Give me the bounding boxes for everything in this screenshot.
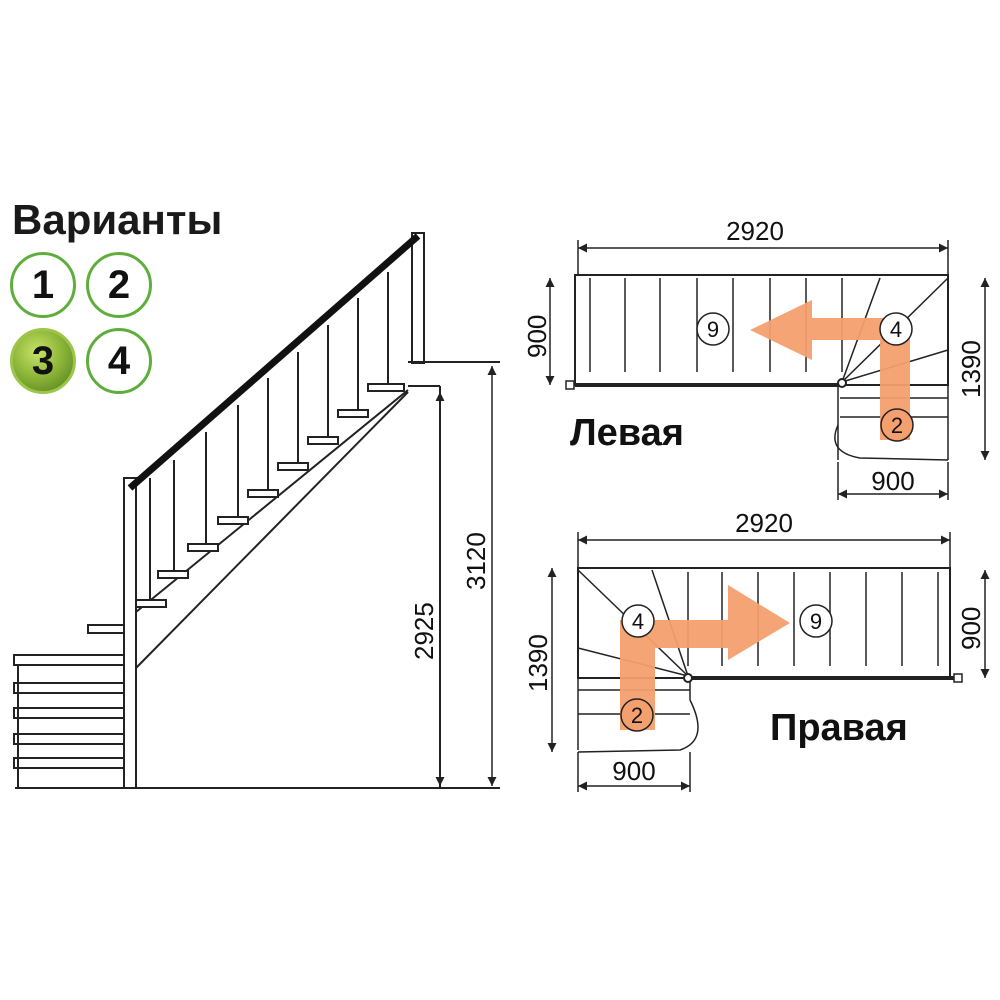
variants-title: Варианты <box>12 196 223 243</box>
top-newel-post <box>411 232 425 364</box>
right-plan <box>547 532 990 792</box>
right-height-left-dim: 1390 <box>523 634 553 692</box>
left-width-dim: 2920 <box>726 216 784 246</box>
handrail <box>127 233 421 491</box>
left-step-turn-marker <box>879 312 913 346</box>
side-view <box>13 232 500 789</box>
right-step-end-marker <box>799 604 833 638</box>
variant-4-button[interactable]: 4 <box>86 328 152 394</box>
flight-treads <box>135 383 405 608</box>
right-step-start-label: 2 <box>631 703 643 728</box>
left-plan <box>545 240 990 500</box>
left-plan-direction-arrow <box>750 300 910 440</box>
right-step-turn-label: 4 <box>632 609 644 634</box>
right-step-end-label: 9 <box>810 609 822 634</box>
left-step-end-marker <box>696 312 730 346</box>
right-step-start-marker <box>620 698 654 732</box>
left-step-start-marker <box>880 408 914 442</box>
left-step-start-label: 2 <box>891 413 903 438</box>
variant-3-button[interactable]: 3 <box>10 328 76 394</box>
right-step-turn-marker <box>621 604 655 638</box>
variant-2-button[interactable]: 2 <box>86 252 152 318</box>
right-height-right-dim: 900 <box>956 607 986 650</box>
left-height-left-dim: 900 <box>522 315 552 358</box>
bottom-newel-post <box>123 477 137 789</box>
left-bottom-width-dim: 900 <box>871 466 914 496</box>
right-bottom-width-dim: 900 <box>612 756 655 786</box>
right-width-dim: 2920 <box>735 508 793 538</box>
left-plan-label: Левая <box>570 412 684 454</box>
height-total-dim: 3120 <box>461 532 491 590</box>
height-inner-dim: 2925 <box>409 602 439 660</box>
winder-steps <box>13 624 133 788</box>
right-plan-direction-arrow <box>620 585 790 730</box>
right-plan-label: Правая <box>770 707 908 749</box>
left-height-right-dim: 1390 <box>956 340 986 398</box>
balusters <box>149 272 389 600</box>
left-step-end-label: 9 <box>707 317 719 342</box>
variant-1-button[interactable]: 1 <box>10 252 76 318</box>
left-step-turn-label: 4 <box>890 317 902 342</box>
